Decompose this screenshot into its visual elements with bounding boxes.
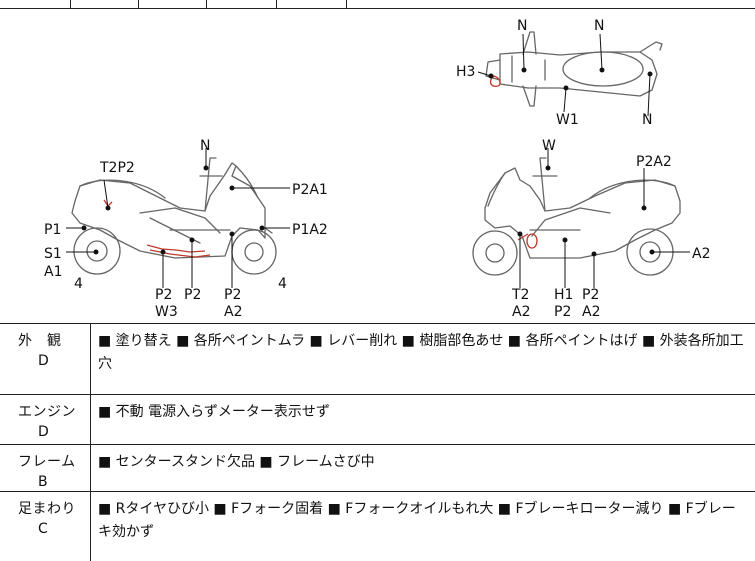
category-name: エンジン	[18, 404, 76, 420]
code-label: H3	[456, 64, 475, 80]
header-cell	[276, 0, 347, 8]
scooter-top-view	[485, 31, 663, 107]
table-header-remnant	[0, 0, 755, 9]
category-name: 足まわり	[18, 501, 76, 517]
category-notes: ■ Rタイヤひび小 ■ Fフォーク固着 ■ Fフォークオイルもれ大 ■ Fブレー…	[98, 501, 736, 540]
code-label: W	[542, 138, 556, 154]
code-label: P1	[44, 222, 61, 238]
code-label: N	[517, 18, 527, 34]
code-label: P2A1	[292, 182, 328, 198]
code-label: A2	[692, 246, 710, 262]
category-grade: B	[38, 474, 48, 490]
category-cell: 外 観 D	[0, 324, 91, 394]
category-cell: 足まわり C	[0, 492, 91, 561]
code-label: N	[594, 18, 604, 34]
category-name: フレーム	[18, 454, 76, 470]
code-label: A1	[44, 264, 62, 280]
code-label: A2	[512, 304, 530, 320]
inspection-row-chassis: 足まわり C ■ Rタイヤひび小 ■ Fフォーク固着 ■ Fフォークオイルもれ大…	[0, 492, 755, 561]
code-label: P2	[184, 287, 201, 303]
header-cell	[70, 0, 139, 8]
category-cell: フレーム B	[0, 445, 91, 491]
inspection-row-exterior: 外 観 D ■ 塗り替え ■ 各所ペイントムラ ■ レバー削れ ■ 樹脂部色あせ…	[0, 324, 755, 395]
code-label: P2	[582, 287, 599, 303]
header-cell	[0, 0, 71, 8]
category-notes: ■ 不動 電源入らずメーター表示せず	[98, 404, 330, 420]
code-label: S1	[44, 246, 62, 262]
code-label: A2	[224, 304, 242, 320]
code-label: P2	[155, 287, 172, 303]
code-label: T2P2	[99, 160, 135, 176]
category-name: 外 観	[18, 333, 62, 349]
code-label: N	[200, 138, 210, 154]
code-label: N	[642, 112, 652, 128]
location-codes: N N H3 W1 N N T2P2 P2A1 P1 P1A2 S1 A1 4 …	[44, 18, 710, 320]
leader-lines	[66, 33, 690, 288]
scooter-left-view	[71, 157, 277, 275]
scooter-right-view	[472, 157, 681, 276]
category-notes: ■ 塗り替え ■ 各所ペイントムラ ■ レバー削れ ■ 樹脂部色あせ ■ 各所ペ…	[98, 333, 744, 372]
code-label: T2	[511, 287, 529, 303]
category-cell: エンジン D	[0, 395, 91, 444]
category-grade: D	[38, 424, 49, 440]
damage-diagram: N N H3 W1 N N T2P2 P2A1 P1 P1A2 S1 A1 4 …	[0, 8, 755, 324]
code-label: P2	[554, 304, 571, 320]
category-notes: ■ センタースタンド欠品 ■ フレームさび中	[98, 454, 375, 470]
code-label: H1	[554, 287, 573, 303]
code-label: A2	[582, 304, 600, 320]
header-cell	[206, 0, 277, 8]
scooter-diagram-svg: N N H3 W1 N N T2P2 P2A1 P1 P1A2 S1 A1 4 …	[44, 18, 710, 320]
code-label: P2	[224, 287, 241, 303]
code-label: W1	[556, 112, 579, 128]
code-label: 4	[278, 276, 287, 292]
code-label: W3	[155, 304, 178, 320]
category-grade: D	[38, 353, 49, 369]
category-grade: C	[38, 521, 48, 537]
code-label: P1A2	[292, 222, 328, 238]
code-label: 4	[74, 276, 83, 292]
header-cell	[138, 0, 207, 8]
inspection-row-frame: フレーム B ■ センタースタンド欠品 ■ フレームさび中	[0, 445, 755, 492]
inspection-row-engine: エンジン D ■ 不動 電源入らずメーター表示せず	[0, 395, 755, 445]
code-label: P2A2	[636, 154, 672, 170]
